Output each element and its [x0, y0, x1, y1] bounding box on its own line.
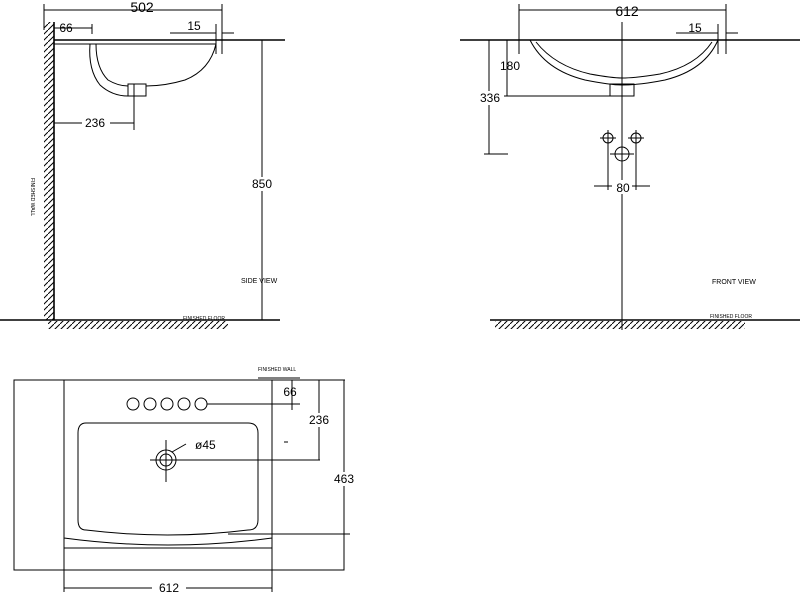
- top-dim-66: 66: [283, 385, 297, 399]
- top-basin-outline: [63, 380, 273, 546]
- front-floor-label: FINISHED FLOOR: [710, 314, 752, 320]
- front-dim-80: 80: [616, 181, 630, 195]
- front-dim-180: 180: [500, 59, 520, 73]
- top-tap-hole-2: [143, 397, 157, 411]
- side-dim-850: 850: [252, 177, 272, 191]
- side-bowl-inner: [145, 43, 217, 87]
- front-floor-hatch: [495, 321, 745, 329]
- top-tap-hole-5: [194, 397, 208, 411]
- front-dim-612: 612: [615, 3, 639, 19]
- top-bowl: [77, 422, 259, 536]
- side-view-label: SIDE VIEW: [241, 278, 278, 285]
- top-dim-463: 463: [334, 472, 354, 486]
- finished-wall-hatch: [44, 22, 54, 320]
- side-floor-hatch: [48, 321, 228, 329]
- top-wall-label: FINISHED WALL: [258, 367, 296, 373]
- side-dim-15: 15: [187, 19, 201, 33]
- front-dim-15: 15: [688, 21, 702, 35]
- front-view: 612 15 180 336 80 FRONT VIEW FINISHED FL…: [460, 3, 800, 330]
- side-drain: [127, 83, 147, 97]
- side-floor-label: FINISHED FLOOR: [183, 316, 225, 322]
- side-dim-502: 502: [130, 0, 154, 15]
- top-view: ø45 FINISHED WALL 66 236 463 612: [13, 367, 358, 595]
- front-view-label: FRONT VIEW: [712, 279, 756, 286]
- front-dim-336: 336: [480, 91, 500, 105]
- top-dim-diameter: ø45: [195, 438, 216, 452]
- side-bowl-outer: [89, 43, 129, 97]
- side-wall-label: FINISHED WALL: [29, 178, 35, 216]
- side-dim-66: 66: [59, 21, 73, 35]
- top-tap-hole-3: [160, 397, 174, 411]
- top-tap-hole-1: [126, 397, 140, 411]
- top-tap-hole-4: [177, 397, 191, 411]
- top-dim-236: 236: [309, 413, 329, 427]
- top-dim-612: 612: [159, 581, 179, 595]
- side-dim-236: 236: [85, 116, 105, 130]
- side-view: 502 66 15 236 850 SIDE VIEW FINISHED FLO…: [0, 0, 285, 329]
